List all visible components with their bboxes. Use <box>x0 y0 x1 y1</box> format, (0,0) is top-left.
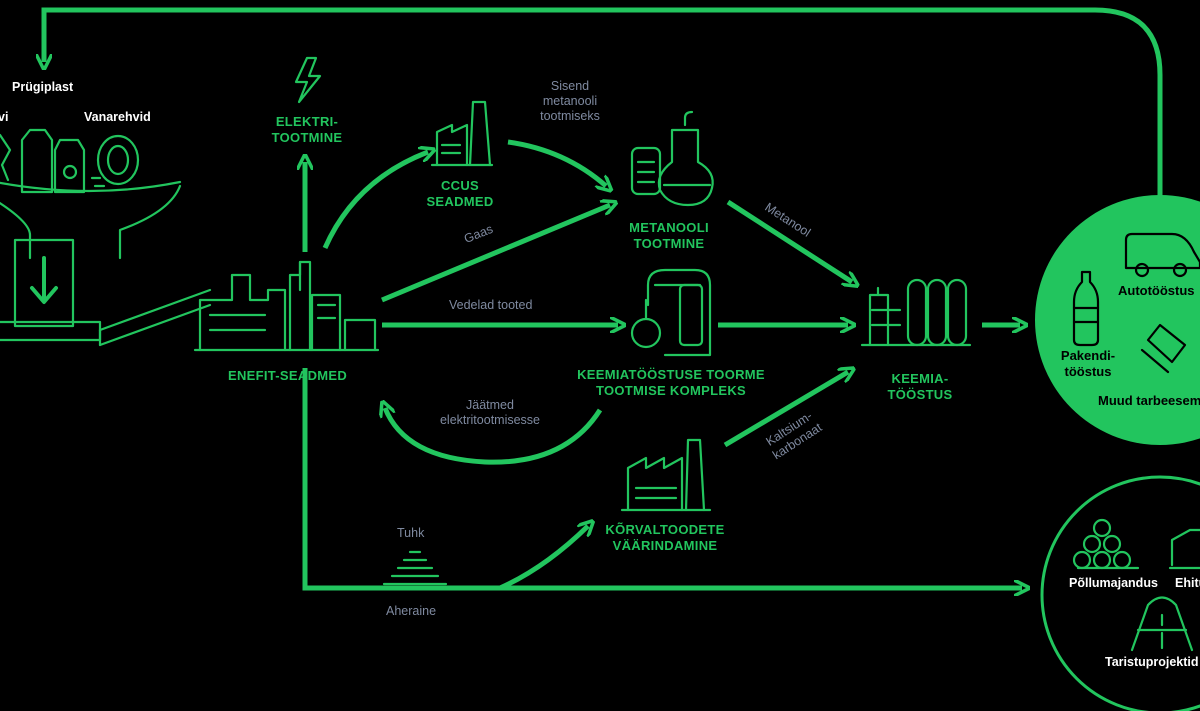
arrow-kaltsium <box>723 372 848 448</box>
consumer-autotoostus: Autotööstus <box>1118 283 1195 298</box>
bottle-icon <box>1072 270 1100 347</box>
node-enefit-seadmed: ENEFIT-SEADMED <box>228 368 348 383</box>
input-prugiplast: Prügiplast <box>12 80 74 94</box>
arrow-ccus-to-metanool <box>507 139 606 186</box>
tarbijad-circle <box>1035 195 1200 445</box>
ccus-icon <box>430 100 494 167</box>
conveyor-icon <box>98 288 212 347</box>
flow-vedelad-tooted: Vedelad tooted <box>449 298 533 312</box>
car-icon <box>1124 232 1200 278</box>
infra-pollumajandus: Põllumajandus <box>1069 576 1158 590</box>
flow-tuhk: Tuhk <box>397 526 425 540</box>
lightning-icon <box>294 56 322 104</box>
input-partial-label: vi <box>0 110 9 124</box>
metanooli-icon <box>630 110 714 207</box>
enefit-plant-icon <box>193 260 380 352</box>
return-loop-arrow <box>44 7 1163 200</box>
funnel-icon <box>0 180 182 342</box>
input-vanarehvid: Vanarehvid <box>84 110 151 124</box>
arrow-to-taristu <box>302 368 1022 588</box>
keemiatoostus-icon <box>860 278 972 347</box>
flow-aheraine: Aheraine <box>386 604 437 618</box>
consumer-muud-tarbeesemed: Muud tarbeesemed <box>1098 393 1200 408</box>
card-icon <box>1140 323 1187 374</box>
infra-ehitus: Ehitus <box>1175 576 1200 590</box>
ehitus-icon <box>1168 528 1200 570</box>
node-elektritootmine: ELEKTRI-TOOTMINE <box>271 114 343 145</box>
arrow-jaatmed <box>385 408 603 465</box>
arrow-to-korval <box>498 526 588 591</box>
node-keemiatoostus: KEEMIA-TÖÖSTUS <box>887 371 953 402</box>
waste-items-icon <box>0 128 140 194</box>
consumer-pakenditoostus: Pakendi-tööstus <box>1060 348 1116 379</box>
arrow-to-ccus <box>322 152 428 250</box>
tuhk-icon <box>382 550 448 586</box>
taristu-icon <box>1130 596 1194 652</box>
infra-taristuprojektid: Taristuprojektid <box>1105 655 1199 669</box>
keemiatoorme-icon <box>630 268 712 357</box>
arrow-gaas <box>381 205 610 303</box>
arrow-metanool <box>726 199 852 282</box>
taristu-circle <box>1040 475 1200 711</box>
korvaltoodete-icon <box>620 438 712 512</box>
pollumajandus-icon <box>1072 518 1140 570</box>
